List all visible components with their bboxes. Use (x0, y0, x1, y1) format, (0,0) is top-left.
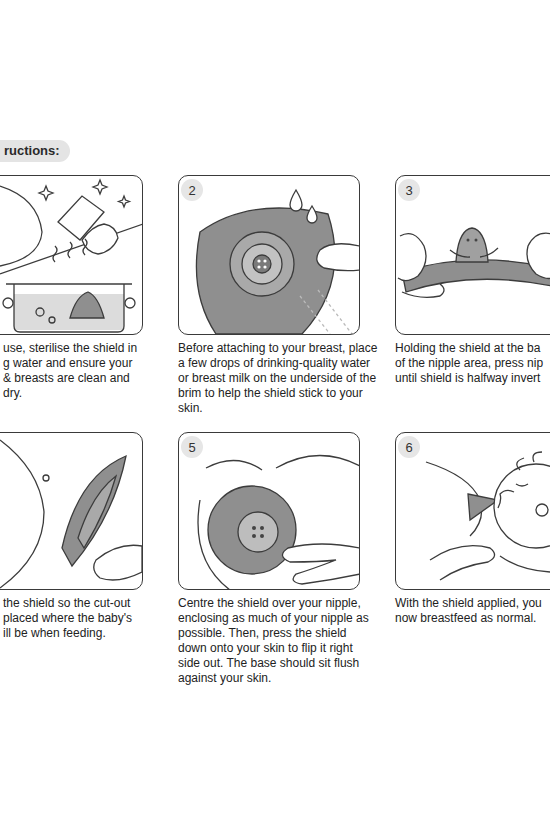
sparkle (119, 196, 130, 207)
step-panel: Holding the shield at the ba of the nipp… (395, 175, 550, 386)
drop (290, 190, 302, 211)
hole (263, 265, 266, 268)
steam (68, 242, 72, 258)
pot-handle (125, 298, 135, 308)
hand (282, 544, 359, 584)
drops-art (196, 190, 359, 334)
sterilise-art (0, 180, 142, 332)
caption-area: With the shield applied, you now breastf… (395, 596, 545, 626)
shield-ring (242, 244, 282, 284)
hole (260, 534, 264, 538)
left-thumb (402, 284, 444, 297)
baby-ear (536, 504, 548, 516)
step-caption: With the shield applied, you now breastf… (395, 596, 545, 626)
step-number: 5 (181, 436, 203, 458)
hole (252, 534, 256, 538)
step-number: 3 (398, 179, 420, 201)
caption-area: Centre the shield over your nipple, encl… (178, 596, 378, 686)
hole (467, 239, 470, 242)
baby-hair (517, 452, 542, 470)
water (14, 294, 124, 330)
hole (475, 239, 478, 242)
step-number-text: 3 (405, 184, 412, 197)
baby-head (494, 464, 550, 548)
bottle-outline (300, 290, 352, 334)
step-panel: Centre the shield over your nipple, encl… (178, 432, 360, 686)
hole (260, 526, 264, 530)
position-art (0, 440, 142, 588)
feeding-art (426, 452, 550, 580)
baby-face (498, 490, 514, 508)
shield (196, 208, 335, 334)
caption-area: the shield so the cut-out placed where t… (3, 596, 139, 641)
left-hand (398, 234, 426, 281)
step-number-text: 6 (405, 441, 412, 454)
breast-outline (276, 455, 359, 468)
step-caption: Centre the shield over your nipple, encl… (178, 596, 378, 686)
breast-outline (0, 440, 44, 588)
right-hand (527, 233, 550, 278)
pot-handle (3, 298, 13, 308)
caption-area: use, sterilise the shield in g water and… (3, 341, 139, 401)
baby-body (500, 556, 550, 572)
shield (208, 486, 296, 574)
step-caption: the shield so the cut-out placed where t… (3, 596, 139, 641)
thumb (450, 248, 498, 257)
caption-area: Holding the shield at the ba of the nipp… (395, 341, 545, 386)
finger (94, 545, 142, 580)
panel-frame (0, 175, 143, 335)
caption-area: Before attaching to your breast, place a… (178, 341, 383, 416)
bubble (49, 317, 55, 323)
step-number: 6 (398, 436, 420, 458)
breast-outline (206, 460, 262, 470)
nipple-cap (253, 255, 271, 273)
sparkle (93, 180, 107, 194)
step-caption: use, sterilise the shield in g water and… (3, 341, 139, 401)
step-panel: the shield so the cut-out placed where t… (0, 432, 143, 641)
step-number: 2 (181, 179, 203, 201)
nipple (43, 475, 49, 481)
hole (252, 526, 256, 530)
bubble (36, 308, 44, 316)
invert-art (398, 228, 550, 297)
steam (53, 246, 57, 262)
hole (257, 265, 260, 268)
hand (82, 224, 118, 254)
drop (307, 206, 317, 223)
step-caption: Holding the shield at the ba of the nipp… (395, 341, 545, 386)
step-panel: use, sterilise the shield in g water and… (0, 175, 143, 401)
step-panel: With the shield applied, you now breastf… (395, 432, 550, 626)
shield-ring (230, 232, 294, 296)
panel-frame (0, 432, 143, 590)
apply-art (198, 455, 359, 589)
step-number-text: 5 (188, 441, 195, 454)
baby-eye (516, 484, 528, 486)
step-panel: Before attaching to your breast, place a… (178, 175, 360, 416)
sparkle (39, 186, 53, 200)
step-number-text: 2 (188, 184, 195, 197)
shield-inner (78, 476, 116, 548)
heading-tab: ructions: (0, 140, 70, 162)
step-caption: Before attaching to your breast, place a… (178, 341, 383, 416)
steam (83, 239, 87, 255)
pot-rim (6, 283, 132, 284)
panel-frame (178, 175, 360, 335)
breast-outline (0, 186, 42, 266)
panel-frame (178, 432, 360, 590)
hole (263, 259, 266, 262)
finger (317, 244, 359, 271)
shield-cap (238, 512, 278, 552)
pot (14, 284, 124, 332)
panel-frame (395, 175, 550, 335)
shield (70, 292, 104, 318)
panel-frame (395, 432, 550, 590)
hand (430, 546, 495, 580)
hole (257, 259, 260, 262)
